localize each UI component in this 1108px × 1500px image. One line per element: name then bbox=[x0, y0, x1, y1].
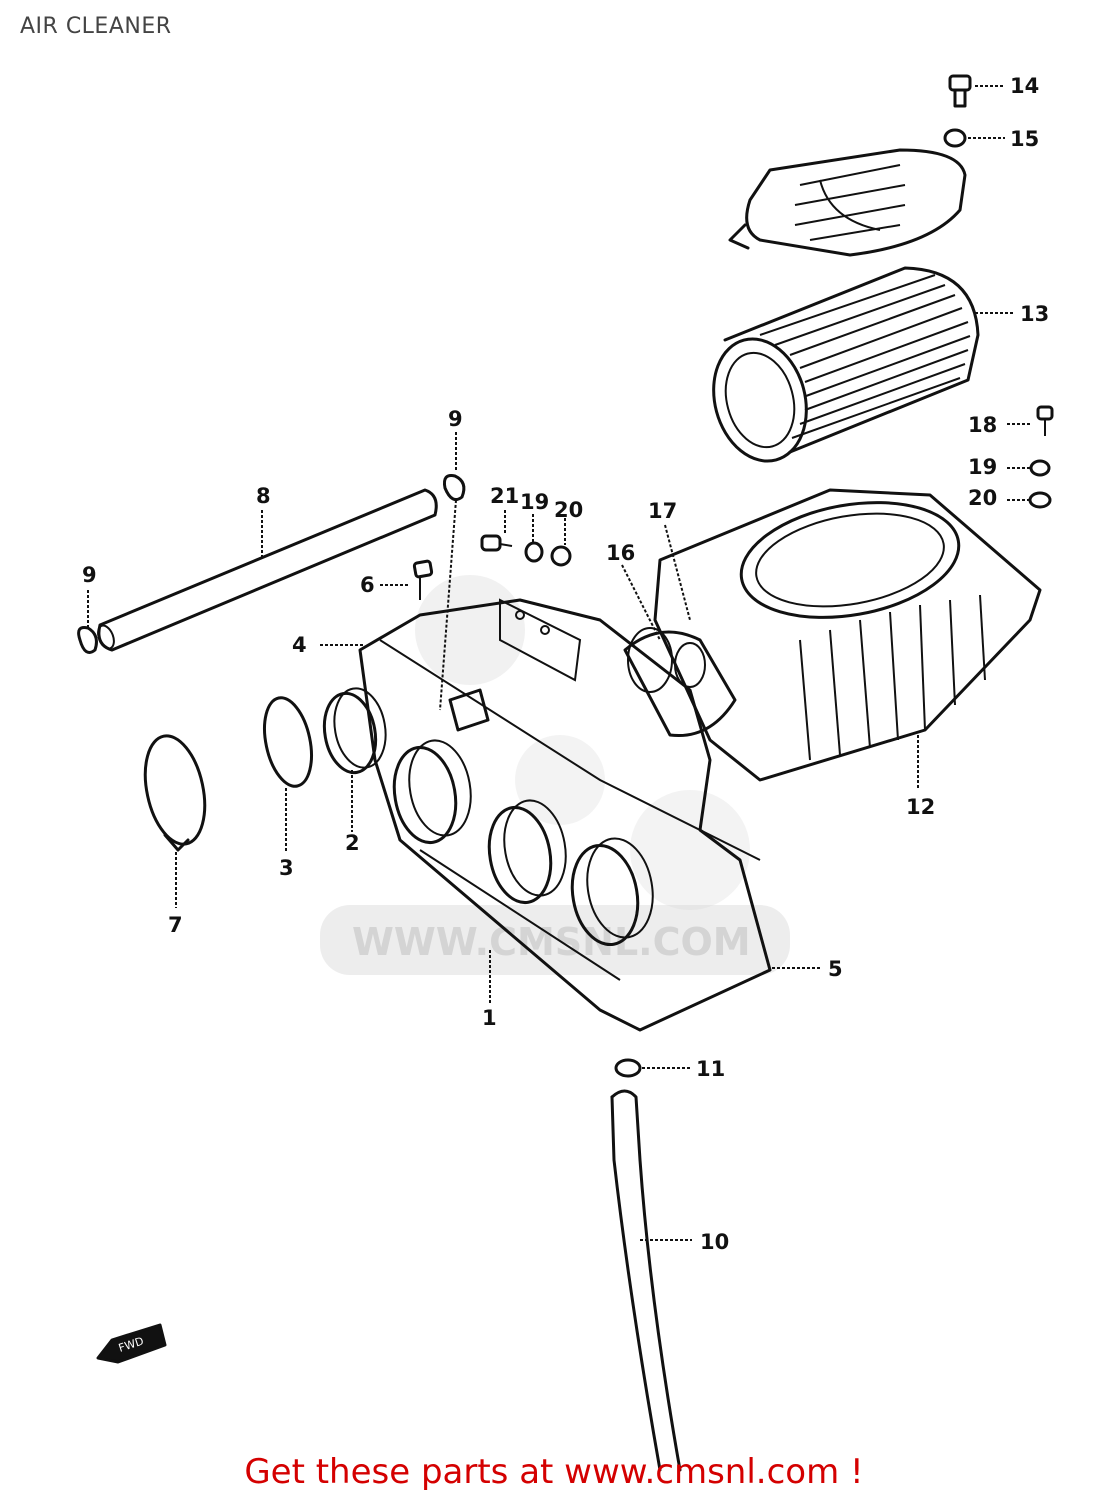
callout-5: 5 bbox=[828, 957, 843, 981]
part-20-washer-upper bbox=[550, 545, 572, 567]
part-10-drain-hose bbox=[610, 1089, 682, 1472]
watermark-text: WWW.CMSNL.COM bbox=[352, 920, 751, 964]
callout-16: 16 bbox=[606, 541, 635, 565]
callout-7: 7 bbox=[168, 913, 183, 937]
fwd-arrow-icon: FWD bbox=[96, 1323, 167, 1364]
part-15-washer bbox=[943, 128, 967, 148]
callout-13: 13 bbox=[1020, 302, 1049, 326]
watermark: WWW.CMSNL.COM bbox=[320, 575, 790, 975]
part-8-tube bbox=[97, 488, 438, 652]
part-13-filter-element bbox=[712, 266, 980, 463]
callout-2: 2 bbox=[345, 831, 360, 855]
part-12-lower-housing bbox=[653, 488, 1042, 782]
leader-lines bbox=[87, 85, 1030, 1241]
callout-19a: 19 bbox=[520, 490, 549, 514]
air-cleaner-cover bbox=[728, 148, 967, 257]
callout-1: 1 bbox=[482, 1006, 497, 1030]
callout-11: 11 bbox=[696, 1057, 725, 1081]
callout-20b: 20 bbox=[968, 486, 997, 510]
callout-9b: 9 bbox=[448, 407, 463, 431]
part-20-washer-lower bbox=[1028, 491, 1052, 509]
callout-15: 15 bbox=[1010, 127, 1039, 151]
callouts: 14 15 13 18 19 20 12 17 16 21 19 20 9 9 … bbox=[82, 74, 1049, 1254]
intake-boots bbox=[322, 687, 654, 947]
part-19-grommet-upper bbox=[524, 541, 544, 563]
callout-17: 17 bbox=[648, 499, 677, 523]
part-7-clamp bbox=[143, 734, 207, 852]
callout-14: 14 bbox=[1010, 74, 1039, 98]
callout-3: 3 bbox=[279, 856, 294, 880]
part-14-bolt bbox=[948, 74, 972, 108]
callout-9a: 9 bbox=[82, 563, 97, 587]
part-18-bolt bbox=[1036, 405, 1054, 436]
part-3-ring bbox=[263, 696, 313, 788]
part-6-screw bbox=[412, 559, 434, 600]
part-4-airbox-body bbox=[358, 598, 772, 1032]
callout-12: 12 bbox=[906, 795, 935, 819]
callout-19b: 19 bbox=[968, 455, 997, 479]
callout-18: 18 bbox=[968, 413, 997, 437]
part-9-clip-right bbox=[443, 474, 466, 501]
callout-10: 10 bbox=[700, 1230, 729, 1254]
callout-6: 6 bbox=[360, 573, 375, 597]
callout-21: 21 bbox=[490, 484, 519, 508]
part-11-clamp bbox=[614, 1058, 642, 1078]
part-21-screw bbox=[480, 534, 513, 552]
part-19-grommet-lower bbox=[1029, 459, 1051, 477]
part-9-clip-left bbox=[77, 626, 98, 654]
page-title: AIR CLEANER bbox=[20, 14, 172, 39]
part-16-connector-boot bbox=[623, 627, 737, 738]
footer-link[interactable]: Get these parts at www.cmsnl.com ! bbox=[244, 1452, 864, 1492]
callout-8: 8 bbox=[256, 484, 271, 508]
callout-20a: 20 bbox=[554, 498, 583, 522]
callout-4: 4 bbox=[292, 633, 307, 657]
